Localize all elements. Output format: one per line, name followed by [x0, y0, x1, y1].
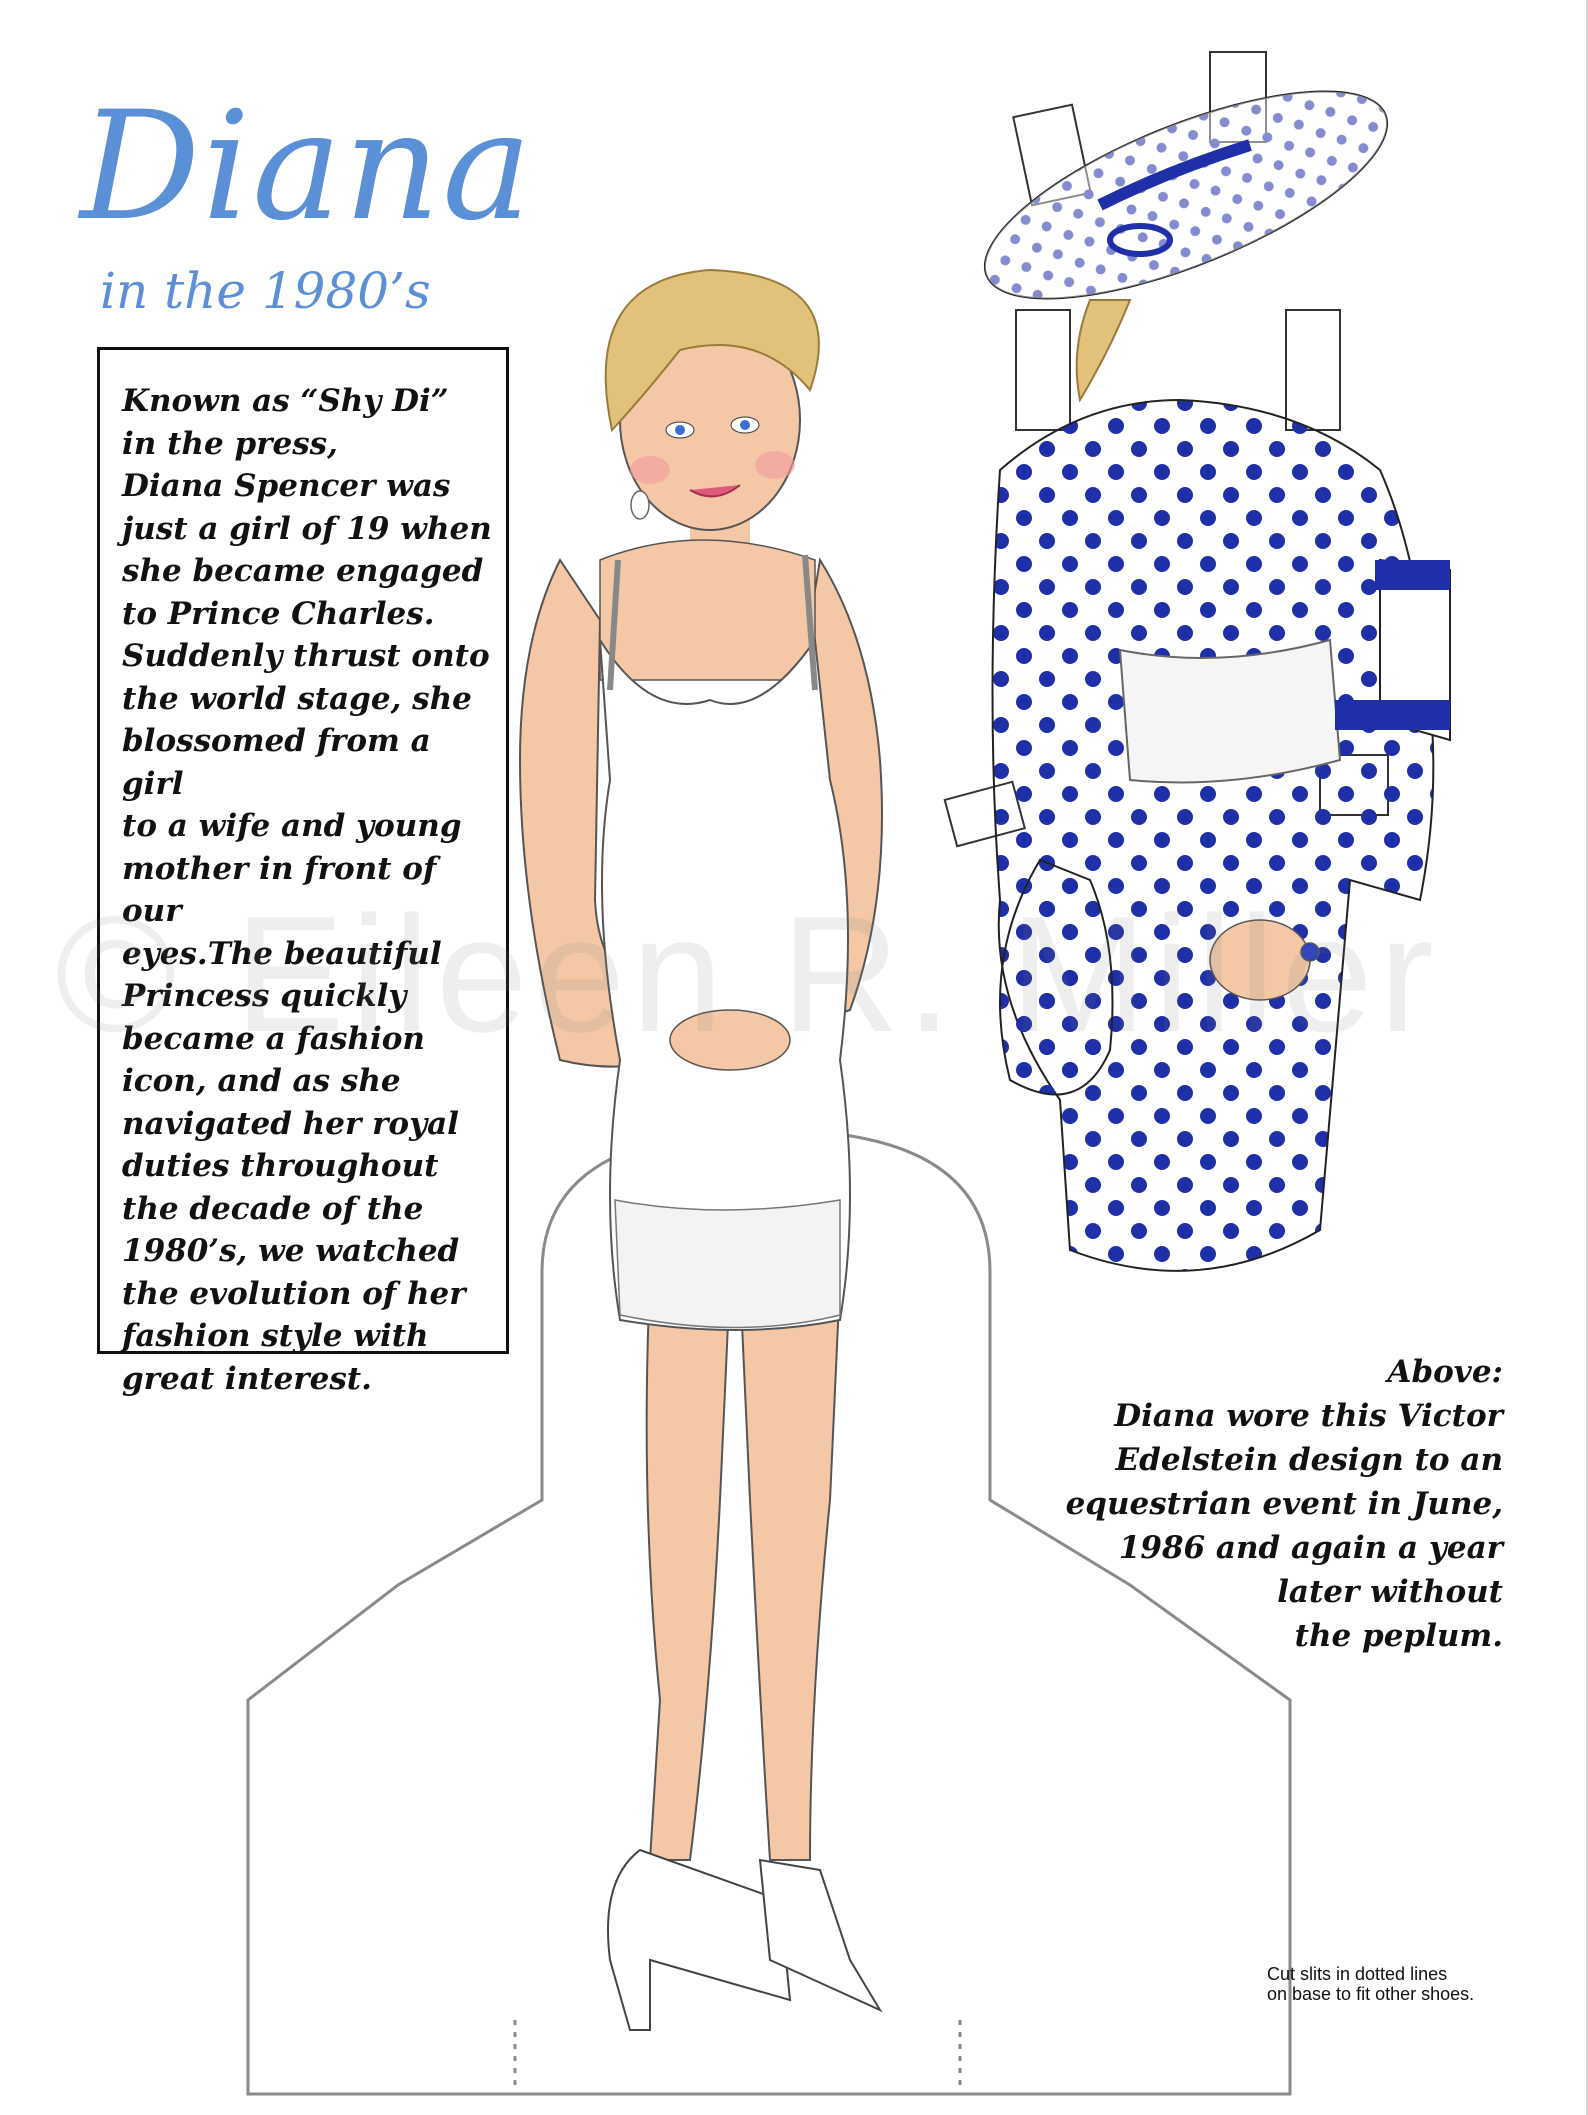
page-subtitle: in the 1980’s [100, 262, 431, 320]
bio-box: Known as “Shy Di” in the press, Diana Sp… [97, 347, 509, 1397]
polka-dot-hat-illustration [983, 51, 1389, 300]
outfit-caption: Above: Diana wore this Victor Edelstein … [1065, 1354, 1503, 1654]
polka-dot-dress-illustration [943, 299, 1451, 1272]
cut-instructions: Cut slits in dotted lines on base to fit… [1267, 1964, 1475, 2004]
watermark: © Eileen R. Miller [55, 882, 1440, 1066]
page-title: Diana [80, 80, 534, 254]
bio-text: Known as “Shy Di” in the press, Diana Sp… [122, 383, 492, 1397]
paper-doll-illustration [518, 268, 883, 2031]
